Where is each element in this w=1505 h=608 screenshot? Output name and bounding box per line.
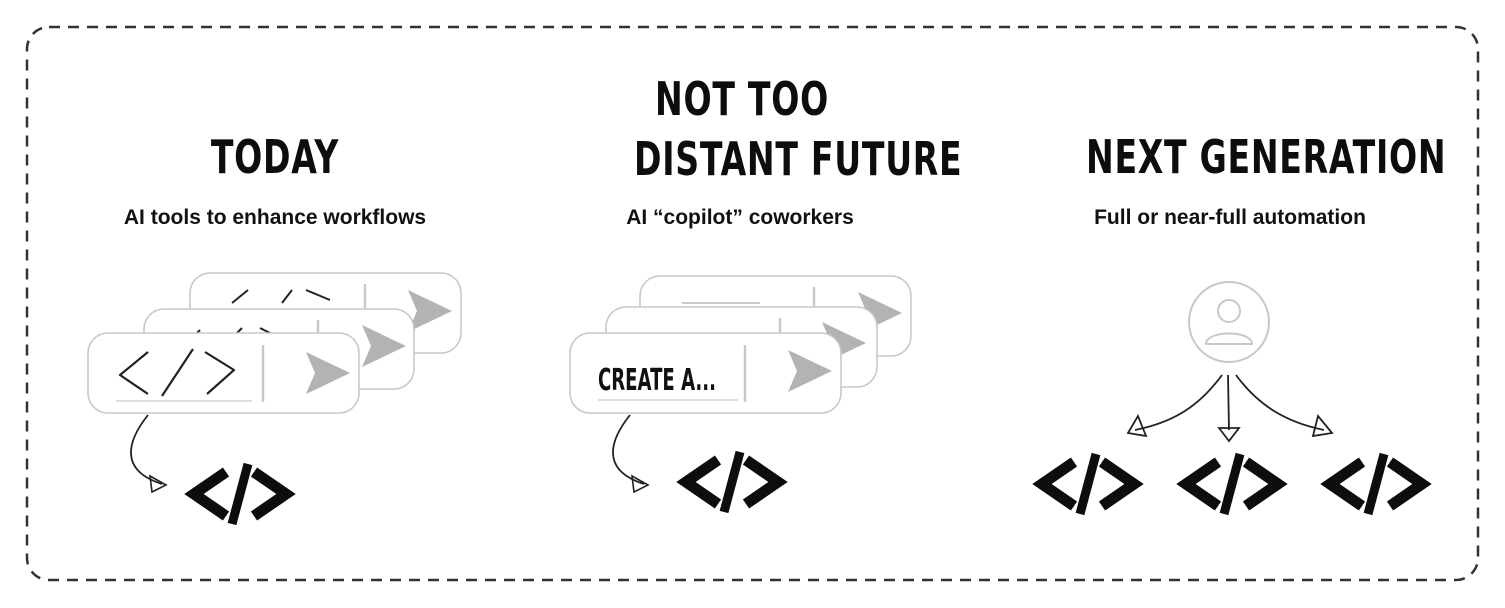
curved-arrow (1134, 374, 1223, 431)
arrow-head (1126, 413, 1148, 438)
arrow-head (1311, 414, 1334, 438)
prompt-card-front (87, 332, 360, 414)
arrow-head (631, 474, 650, 494)
future-card-stack: CREATE A... (569, 275, 912, 414)
arrow-head (149, 474, 168, 494)
prompt-input-text: CREATE A... (598, 363, 716, 398)
code-icon (231, 289, 331, 304)
curved-arrow (1235, 374, 1325, 431)
future-subtitle: AI “copilot” coworkers (626, 206, 854, 229)
code-icon (194, 464, 286, 524)
today-heading: TODAY (210, 130, 340, 184)
today-subtitle: AI tools to enhance workflows (123, 206, 427, 229)
future-heading-line1: NOT TOO (655, 72, 829, 126)
code-icon (1330, 454, 1422, 514)
curved-arrow (612, 414, 645, 485)
future-heading-line2: DISTANT FUTURE (634, 132, 963, 186)
dashed-frame (25, 25, 1480, 582)
curved-arrow (130, 414, 163, 485)
code-icon (686, 452, 778, 512)
prompt-card-front: CREATE A... (569, 332, 842, 414)
today-card-stack (87, 272, 462, 414)
code-icon (118, 348, 236, 397)
branch-arrows (1126, 374, 1334, 443)
code-icon (1042, 454, 1134, 514)
code-icon (1186, 454, 1278, 514)
arrow-head (1217, 427, 1241, 443)
next-subtitle: Full or near-full automation (1094, 206, 1366, 229)
next-heading: NEXT GENERATION (1086, 130, 1447, 184)
user-avatar-icon (1188, 281, 1270, 363)
straight-arrow (1227, 374, 1230, 431)
